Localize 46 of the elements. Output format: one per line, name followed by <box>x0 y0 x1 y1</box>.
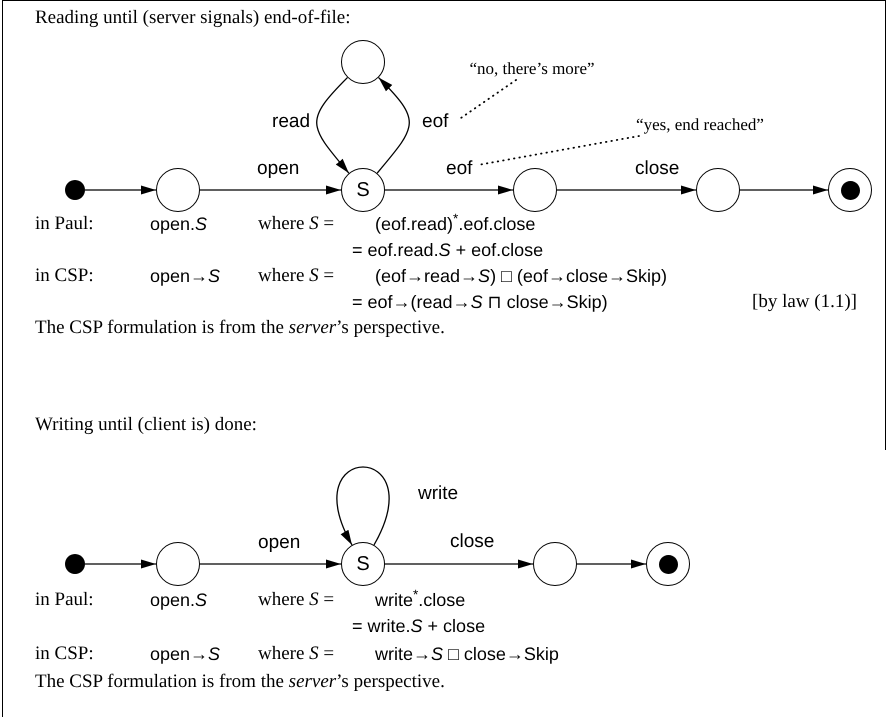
formula-text: = eof→(read→S ⊓ close→Skip) <box>352 291 608 314</box>
arrow <box>376 77 410 174</box>
arrow <box>577 560 646 568</box>
formula-text: open.S <box>150 589 208 612</box>
edge-label: close <box>450 531 494 553</box>
caption-text: where S = <box>258 588 334 612</box>
edge-label: close <box>635 158 680 180</box>
formula-text: (eof.read)$^{*}$.eof.close <box>375 212 536 236</box>
edge-label: eof <box>422 111 448 133</box>
edge-label: eof <box>446 158 472 180</box>
arrow <box>336 466 390 546</box>
edge-label: open <box>258 532 300 554</box>
formula-text: (eof→read→S) □ (eof→close→Skip) <box>375 265 667 288</box>
formula-text: open→S <box>150 265 220 288</box>
arrow <box>740 186 828 194</box>
caption-text: in Paul: <box>35 212 94 236</box>
caption-text: in Paul: <box>35 588 94 612</box>
arrow <box>200 186 341 194</box>
caption-text: in CSP: <box>35 264 94 288</box>
arrow <box>85 560 156 568</box>
formula-text: write$^{*}$.close <box>375 588 466 612</box>
arrow <box>385 186 513 194</box>
edge-label: open <box>257 158 300 180</box>
caption-text: where S = <box>258 264 334 288</box>
arrow <box>200 560 341 568</box>
formula-text: = eof.read.S + eof.close <box>352 239 544 262</box>
caption-text: Writing until (client is) done: <box>35 413 257 437</box>
caption-text: The CSP formulation is from the server’s perspective. <box>35 316 445 340</box>
caption-text: where S = <box>258 642 334 666</box>
caption-text: in CSP: <box>35 642 94 666</box>
formula-text: open→S <box>150 643 220 666</box>
caption-text: The CSP formulation is from the server’s perspective. <box>35 670 445 694</box>
annotation-text: “yes, end reached” <box>610 114 790 136</box>
caption-text: Reading until (server signals) end-of-file: <box>35 6 351 30</box>
caption-text: [by law (1.1)] <box>752 290 857 314</box>
caption-text: where S = <box>258 212 334 236</box>
arrow <box>385 560 533 568</box>
edge-label: read <box>272 111 310 133</box>
arrow <box>316 77 350 174</box>
annotation-text: “no, there’s more” <box>442 58 622 80</box>
arrow <box>85 186 156 194</box>
edge-label: write <box>418 483 458 505</box>
formula-text: = write.S + close <box>352 615 486 638</box>
formula-text: open.S <box>150 213 208 236</box>
formula-text: write→S □ close→Skip <box>375 643 559 666</box>
arrow <box>557 186 696 194</box>
